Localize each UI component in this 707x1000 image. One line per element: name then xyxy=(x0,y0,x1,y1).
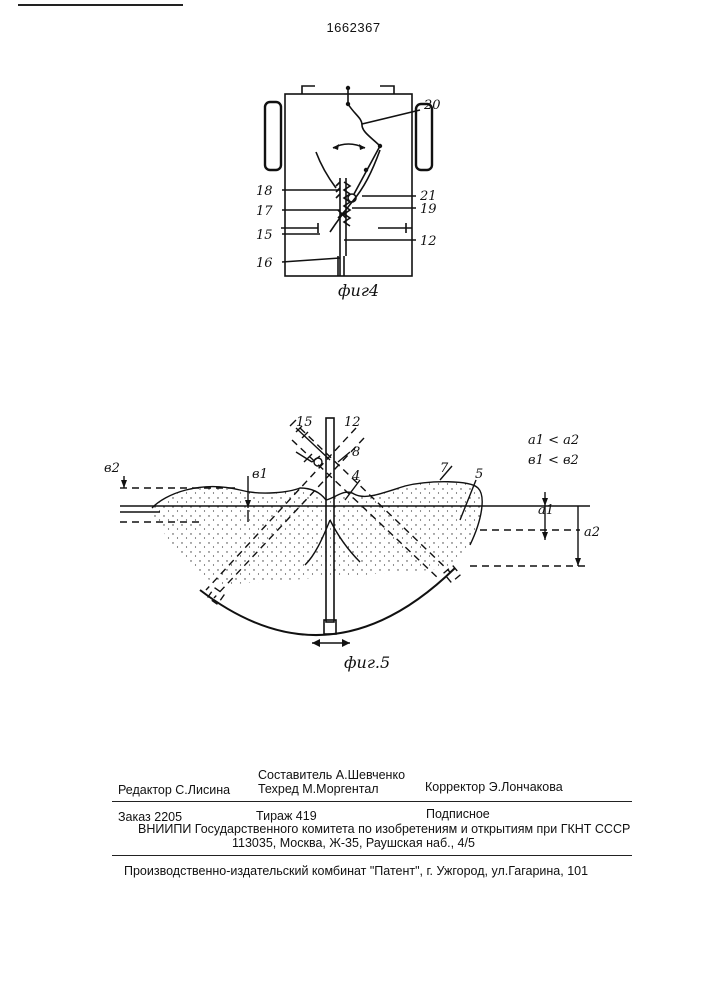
fig5-label-a1: а1 xyxy=(538,503,554,518)
imprint-corrector: Корректор Э.Лончакова xyxy=(425,780,563,794)
imprint-techred: Техред М.Моргентал xyxy=(258,782,379,796)
fig5-label-12: 12 xyxy=(344,415,361,430)
fig5-label-b2: в2 xyxy=(104,461,120,476)
imprint-compiler: Составитель А.Шевченко xyxy=(258,768,405,782)
fig5-label-5: 5 xyxy=(475,467,483,482)
imprint-circulation: Тираж 419 xyxy=(256,809,317,823)
imprint-subscription: Подписное xyxy=(426,807,490,821)
imprint-editor: Редактор С.Лисина xyxy=(118,783,230,797)
fig5-caption: фиг.5 xyxy=(344,653,390,672)
fig5-label-15: 15 xyxy=(296,415,313,430)
fig5-relation-a: а1 < а2 xyxy=(528,433,579,448)
imprint-org: ВНИИПИ Государственного комитета по изоб… xyxy=(138,822,630,836)
imprint-address: 113035, Москва, Ж-35, Раушская наб., 4/5 xyxy=(232,836,475,850)
fig5-label-8: 8 xyxy=(352,445,360,460)
fig5-label-7: 7 xyxy=(440,461,449,476)
imprint-rule-1 xyxy=(112,801,632,802)
fig5-relation-b: в1 < в2 xyxy=(528,453,579,468)
fig5-label-4: 4 xyxy=(351,469,360,484)
fig5-label-b1: в1 xyxy=(252,467,268,482)
imprint-rule-2 xyxy=(112,855,632,856)
fig5-label-a2: а2 xyxy=(584,525,600,540)
imprint-publisher: Производственно-издательский комбинат "П… xyxy=(124,864,588,878)
